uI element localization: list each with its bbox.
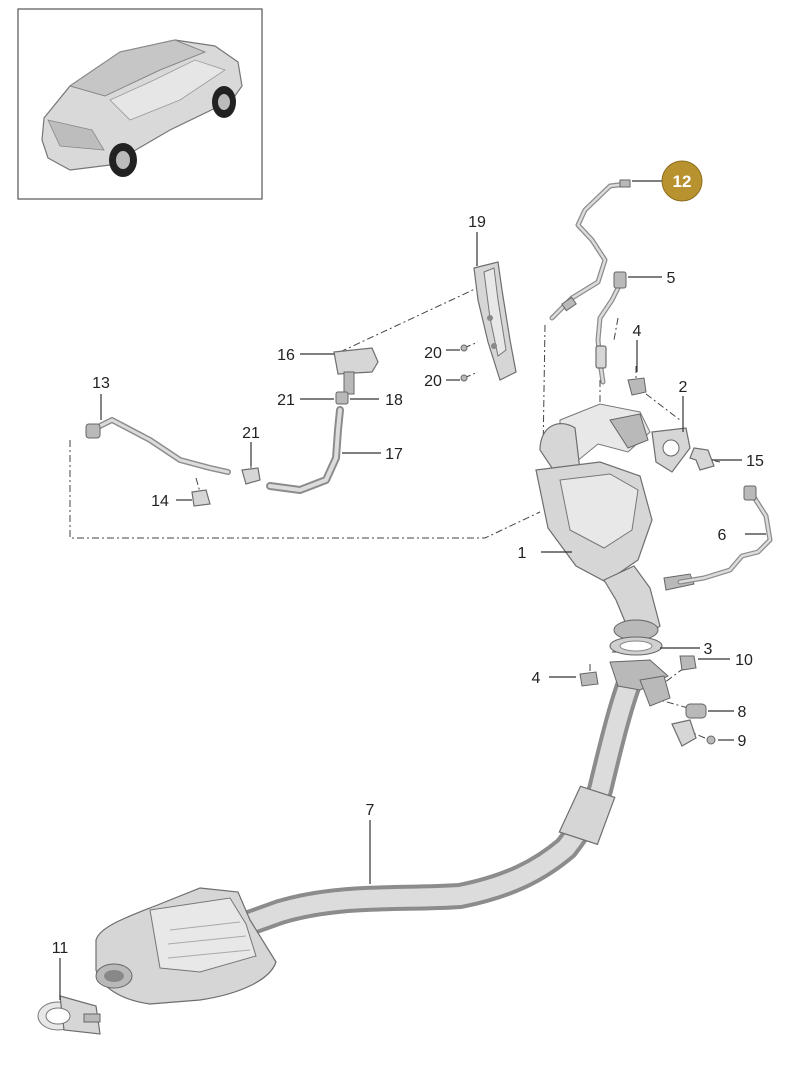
callout-10: 10 <box>735 652 753 669</box>
callout-3: 3 <box>704 641 713 658</box>
part-9-bolt <box>671 719 716 747</box>
callout-7: 7 <box>366 802 375 819</box>
part-18-clip <box>335 391 349 405</box>
callout-13: 13 <box>92 375 110 392</box>
callout-6: 6 <box>718 527 727 544</box>
part-21-clip <box>241 467 261 485</box>
part-5-sensor <box>595 271 627 385</box>
callout-18: 18 <box>385 392 403 409</box>
part-4-nut-lower <box>579 671 599 687</box>
callout-15: 15 <box>746 453 764 470</box>
callout-20-upper: 20 <box>424 345 442 362</box>
part-19-bracket <box>473 261 517 381</box>
part-20-bolts <box>460 344 468 382</box>
callout-16: 16 <box>277 347 295 364</box>
callout-2: 2 <box>679 379 688 396</box>
callout-labels: 1 2 3 4 4 5 6 7 8 9 10 11 12 13 14 15 16… <box>52 160 764 957</box>
callout-17: 17 <box>385 446 403 463</box>
callout-21-left: 21 <box>242 425 260 442</box>
callout-21-right: 21 <box>277 392 295 409</box>
part-7-exhaust-pipe <box>95 659 671 1005</box>
part-2-gasket <box>651 427 691 473</box>
part-3-gasket <box>609 636 663 656</box>
callout-4-upper: 4 <box>633 323 642 340</box>
part-11-clamp <box>37 995 101 1035</box>
part-6-sensor <box>677 485 773 585</box>
callout-1: 1 <box>518 545 527 562</box>
part-4-nut-upper <box>627 377 647 396</box>
leader-lines <box>59 180 766 1000</box>
part-16-sensor <box>333 347 379 395</box>
part-13-hose <box>85 417 231 475</box>
callout-19: 19 <box>468 214 486 231</box>
callout-20-lower: 20 <box>424 373 442 390</box>
callout-14: 14 <box>151 493 169 510</box>
callout-5: 5 <box>667 270 676 287</box>
callout-4-lower: 4 <box>532 670 541 687</box>
callout-12: 12 <box>673 172 692 191</box>
part-15-bracket <box>689 447 715 471</box>
part-8-mount <box>685 703 707 719</box>
car-icon <box>41 39 243 177</box>
callout-12-badge <box>661 160 703 202</box>
callout-8: 8 <box>738 704 747 721</box>
part-12-sensor <box>549 179 631 321</box>
part-17-hose <box>266 406 344 494</box>
vehicle-thumbnail <box>17 8 263 200</box>
part-14-clip <box>191 489 211 507</box>
callout-9: 9 <box>738 733 747 750</box>
part-1-catalytic-converter <box>535 403 695 641</box>
part-10-nut <box>679 655 697 671</box>
callout-11: 11 <box>52 940 69 957</box>
